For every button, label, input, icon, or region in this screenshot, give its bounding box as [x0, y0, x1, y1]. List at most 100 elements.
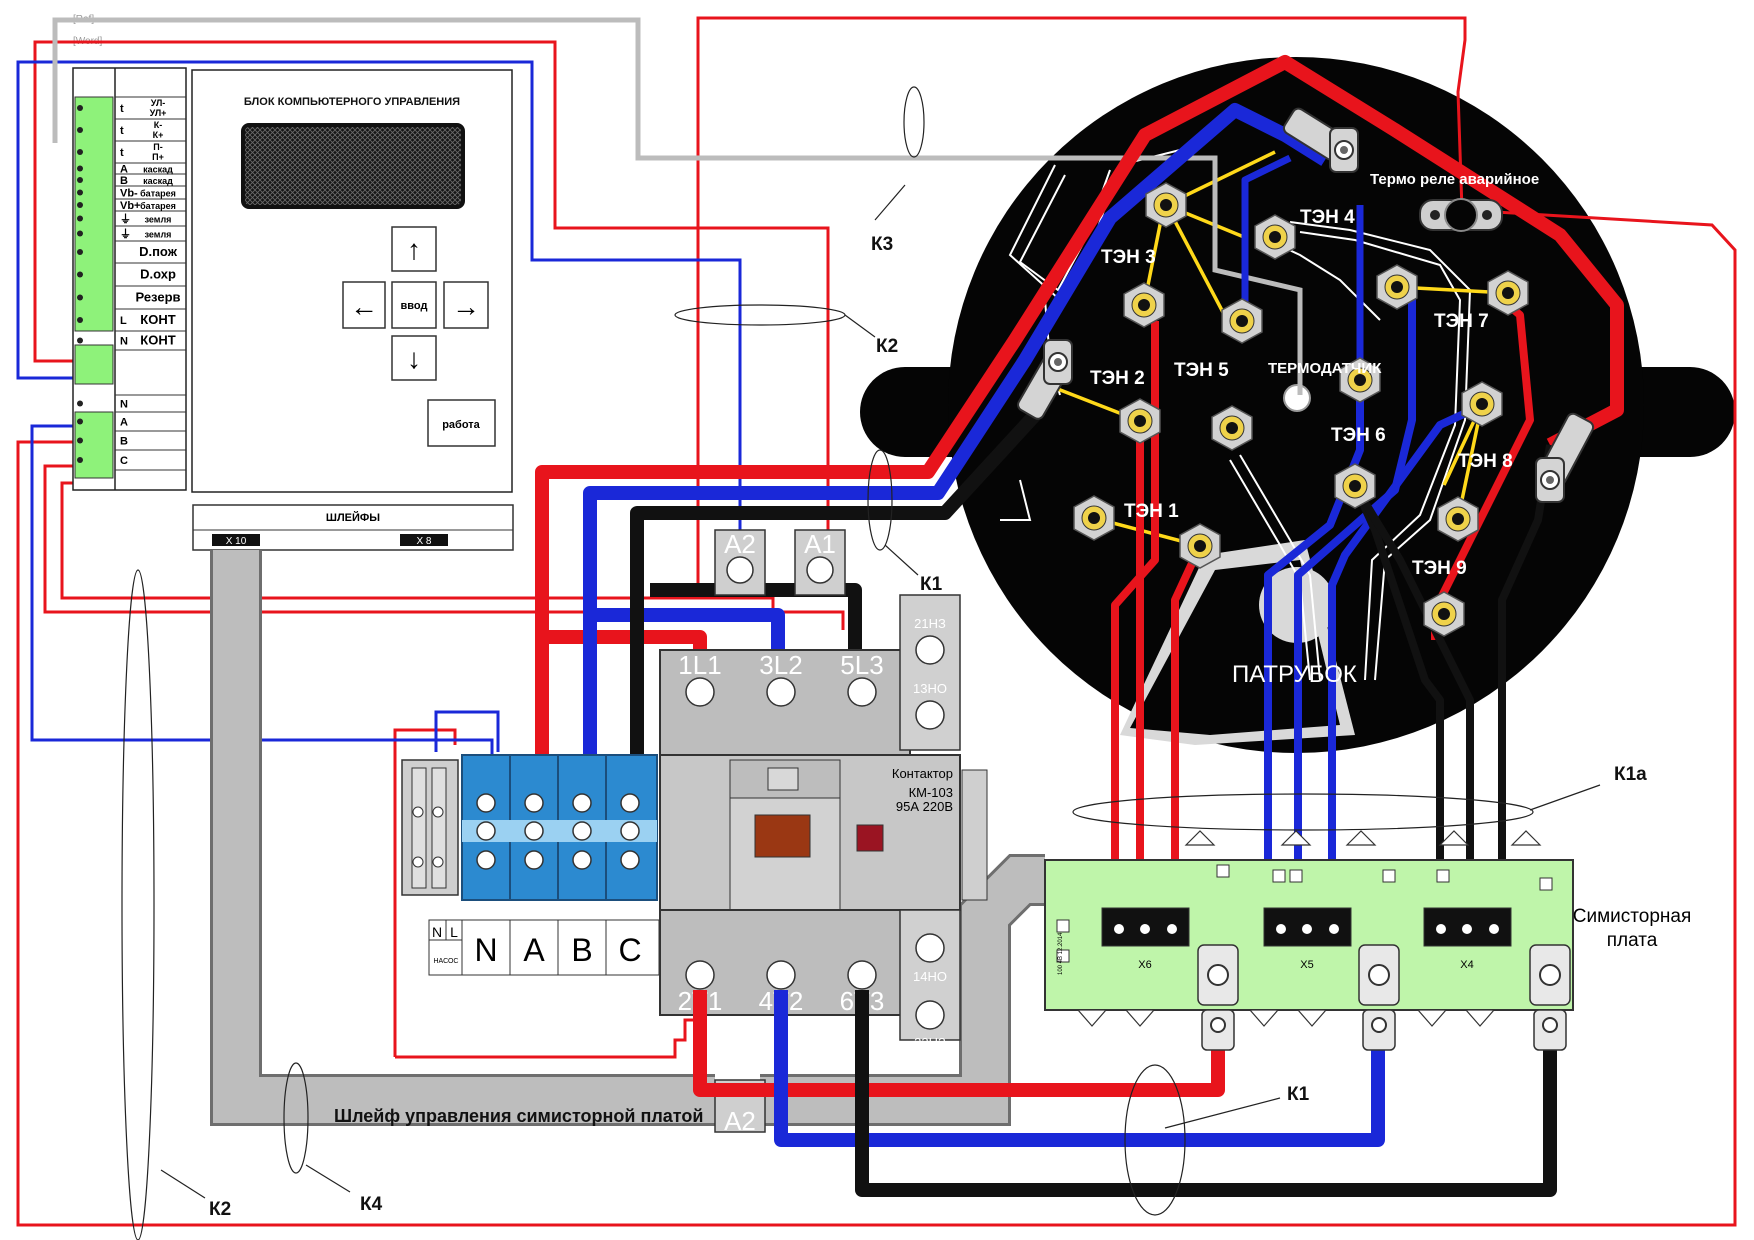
heater-element-label: ТЭН 7: [1434, 311, 1489, 332]
terminal-symbol: t: [120, 125, 124, 137]
nozzle-label: ПАТРУБОК: [1232, 661, 1357, 688]
terminal-label: П+: [152, 152, 164, 162]
controller-terminal: Резерв: [77, 290, 186, 310]
coil-a2-label: A2: [724, 529, 756, 559]
terminal-label: земля: [145, 215, 172, 225]
red-thin-wires: [16, 16, 1737, 1227]
terminal-strip: [401, 754, 660, 976]
controller-terminal: ⏚земля: [77, 213, 186, 227]
terminal-symbol: N: [120, 336, 128, 348]
connector-x4: X4: [1460, 959, 1473, 971]
contactor-model-1: Контактор: [892, 766, 953, 781]
terminal-label: К-: [154, 120, 163, 130]
ribbon-caption: Шлейф управления симисторной платой: [334, 1106, 703, 1126]
heater-element-label: ТЭН 9: [1412, 558, 1467, 579]
aux-22nz: 22НЗ: [914, 1035, 946, 1050]
x8-label: X 8: [416, 536, 431, 547]
run-label: работа: [442, 419, 480, 431]
cable-k1-bottom: К1: [1287, 1084, 1310, 1105]
up-arrow-icon: ↑: [407, 234, 421, 265]
heater-element-label: ТЭН 1: [1124, 501, 1179, 522]
cable-k1a: К1а: [1614, 764, 1647, 785]
terminal-label: каскад: [143, 165, 173, 175]
coil-a2-lower-label: A2: [724, 1106, 756, 1136]
down-button[interactable]: ↓: [391, 335, 437, 381]
terminal-label: D.охр: [140, 267, 176, 282]
heater-element-label: ТЭН 6: [1331, 425, 1386, 446]
left-button[interactable]: ←: [342, 281, 386, 329]
terminal-symbol: Vb+: [120, 200, 140, 212]
terminal-block-green: [74, 344, 114, 385]
aux-13no: 13НО: [913, 681, 947, 696]
terminal-symbol: C: [120, 455, 128, 467]
triac-board: X6 X5 X4 100 4В 12.2014: [1044, 830, 1574, 1051]
terminal-5l3: 5L3: [840, 650, 883, 680]
controller-terminal: D.охр: [77, 267, 186, 287]
contactor-output-wires: [693, 990, 1557, 1197]
cable-k1-top: К1: [920, 574, 943, 595]
terminal-label: земля: [145, 230, 172, 240]
controller-terminal: C: [77, 455, 186, 471]
terminal-symbol: ⏚: [120, 228, 131, 241]
controller-terminal: N: [77, 399, 186, 413]
pump-l-label: L: [450, 924, 458, 940]
controller-terminal: D.пож: [77, 244, 186, 264]
controller-terminal: ⏚ земля: [77, 228, 186, 242]
right-button[interactable]: →: [443, 281, 489, 329]
cable-k2-bottom: К2: [209, 1199, 231, 1220]
cable-k4: К4: [360, 1194, 383, 1215]
controller-terminal: A: [77, 417, 186, 432]
contactor-model-2: КМ-103: [909, 785, 953, 800]
enter-button[interactable]: ввод: [391, 281, 437, 329]
control-ribbon-cable: [210, 550, 1072, 1126]
gray-sensor-wire: [52, 17, 1303, 395]
terminal-strip-labels: N L НАСОС N A B C: [432, 924, 642, 968]
lcd-display: [241, 123, 465, 209]
terminal-symbol: N: [120, 399, 128, 411]
run-button[interactable]: работа: [427, 399, 496, 447]
terminal-label: батарея: [140, 189, 176, 199]
enter-label: ввод: [401, 300, 428, 312]
terminal-symbol: A: [120, 164, 128, 176]
strip-phase-c: C: [618, 932, 641, 968]
heater-element-label: ТЭН 4: [1300, 207, 1355, 228]
ribbon-panel: ШЛЕЙФЫ X 10 X 8: [192, 504, 514, 551]
terminal-symbol: Vb-: [120, 188, 138, 200]
heater-labels: ТЭН 3 ТЭН 2 ТЭН 1 ТЭН 4 ТЭН 5 ТЭН 6 ТЭН …: [1090, 171, 1539, 688]
triac-board-title-1: Симисторная: [1573, 906, 1691, 927]
terminal-label: П-: [153, 142, 162, 152]
blue-neutral-wire: [583, 103, 1329, 760]
up-button[interactable]: ↑: [391, 226, 437, 272]
controller-title: БЛОК КОМПЬЮТЕРНОГО УПРАВЛЕНИЯ: [244, 96, 460, 108]
connector-x6: X6: [1138, 959, 1151, 971]
controller-terminal: B: [77, 436, 186, 451]
heater-element-label: ТЭН 5: [1174, 360, 1229, 381]
terminal-label: КОНТ: [140, 312, 175, 327]
strip-phase-n: N: [474, 932, 497, 968]
strip-phase-b: B: [571, 932, 592, 968]
terminal-block-green: [74, 96, 114, 332]
terminal-label: УЛ+: [150, 108, 167, 118]
cable-k2-top: К2: [876, 336, 898, 357]
terminal-label: Резерв: [135, 290, 180, 305]
contactor-labels: 1L1 3L2 5L3 2T1 4T2 6T3 A2 A1 A2 21НЗ 13…: [678, 529, 953, 1136]
cable-labels: К2 К4 К3 К2 К1 К1а К1: [209, 234, 1647, 1220]
thermo-relay-label: Термо реле аварийное: [1370, 171, 1539, 188]
thermo-relay: [1419, 198, 1503, 232]
triac-board-title-2: плата: [1607, 930, 1658, 951]
pump-n-label: N: [432, 924, 442, 940]
terminal-label: D.пож: [139, 244, 178, 259]
blue-thin-wires: [16, 60, 742, 755]
heater-element-label: ТЭН 2: [1090, 368, 1145, 389]
cable-markers: [121, 86, 1601, 1240]
cable-k3: К3: [871, 234, 893, 255]
terminal-symbol: B: [120, 436, 128, 448]
